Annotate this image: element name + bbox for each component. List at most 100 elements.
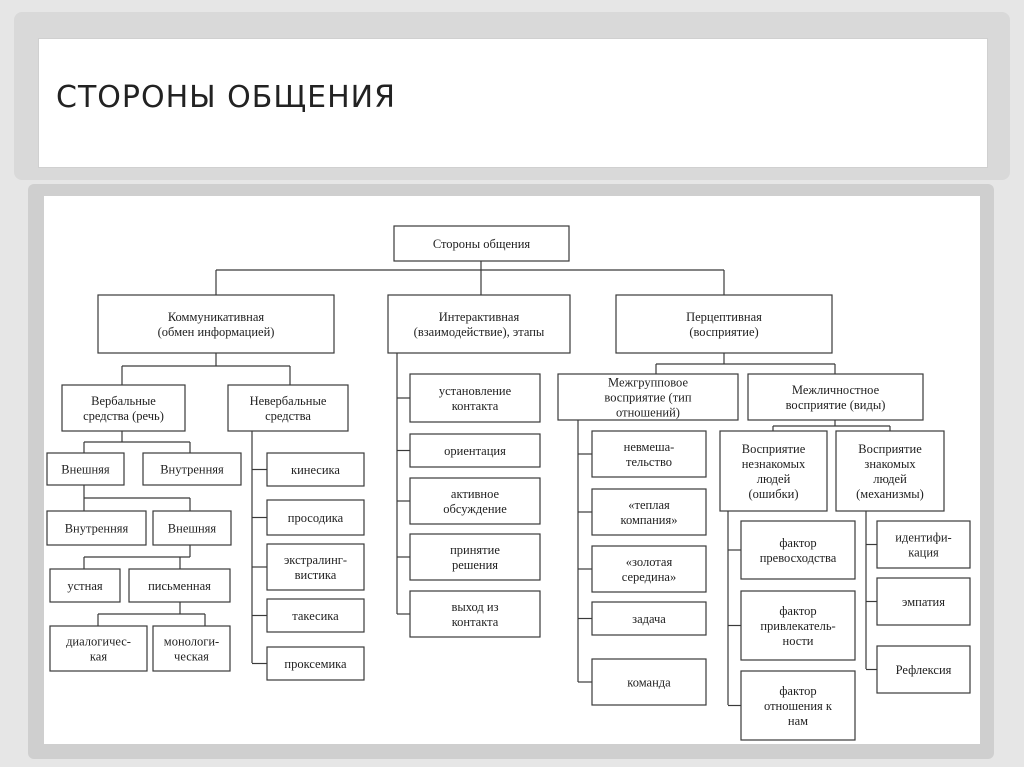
node-label: Перцептивная [686,310,762,324]
node-label: нам [788,714,808,728]
node-box [266,646,365,681]
node-box [266,452,365,487]
node-kinesics: кинесика [266,452,365,487]
node-label: Межличностное [792,383,880,397]
node-oral: устная [49,568,121,603]
node-box [591,430,707,478]
node-box [591,658,707,706]
node-monologic: монологи-ческая [152,625,231,672]
node-label: восприятие (тип [604,391,691,405]
node-label: вистика [295,568,337,582]
node-label: Внешняя [168,522,217,536]
node-box [409,533,541,581]
node-label: фактор [779,536,816,550]
node-box [387,294,571,354]
node-interactive: Интерактивная(взаимодействие), этапы [387,294,571,354]
node-box [740,670,856,741]
node-label: принятие [450,543,500,557]
node-label: Межгрупповое [608,376,688,390]
node-box [876,577,971,626]
node-label: «теплая [628,498,670,512]
node-label: отношений) [616,406,680,420]
node-box [152,625,231,672]
node-root: Стороны общения [393,225,570,262]
node-box [876,645,971,694]
title-box [38,38,988,168]
node-label: команда [627,676,671,690]
node-label: средства [265,409,311,423]
node-label: Восприятие [742,442,806,456]
node-label: просодика [288,511,344,525]
node-label: ческая [174,650,209,664]
node-label: монологи- [164,635,219,649]
node-label: середина» [622,570,676,584]
node-label: фактор [779,604,816,618]
node-box [266,543,365,591]
node-label: кация [908,546,939,560]
node-empathy: эмпатия [876,577,971,626]
node-label: Восприятие [858,442,922,456]
node-task: задача [591,601,707,636]
node-label: решения [452,558,498,572]
node-label: превосходства [760,551,837,565]
node-label: Вербальные [91,394,156,408]
node-proxemics: проксемика [266,646,365,681]
node-label: (восприятие) [689,325,758,339]
node-label: устная [67,579,102,593]
node-label: компания» [621,513,678,527]
node-non-interference: невмеша-тельство [591,430,707,478]
node-box [46,510,147,546]
node-label: людей [757,472,791,486]
node-label: контакта [452,399,499,413]
node-label: незнакомых [742,457,806,471]
node-label: ности [783,634,814,648]
node-box [747,373,924,421]
node-box [266,598,365,633]
node-box [409,477,541,525]
node-label: Стороны общения [433,237,531,251]
node-label: Интерактивная [439,310,520,324]
node-label: Внешняя [61,463,110,477]
node-label: задача [632,612,666,626]
node-written: письменная [128,568,231,603]
node-label: экстралинг- [284,553,347,567]
node-box [97,294,335,354]
node-label: выход из [451,600,498,614]
node-verbal-external-2: Внешняя [152,510,232,546]
node-label: контакта [452,615,499,629]
node-label: людей [873,472,907,486]
node-box [591,601,707,636]
node-box [49,625,148,672]
node-label: идентифи- [895,531,951,545]
node-verbal-external-1: Внешняя [46,452,125,486]
node-extralinguistics: экстралинг-вистика [266,543,365,591]
node-verbal-internal-2: Внутренняя [46,510,147,546]
node-box [409,373,541,423]
node-label: (ошибки) [748,487,798,501]
node-perceptive: Перцептивная(восприятие) [615,294,833,354]
node-label: фактор [779,684,816,698]
node-box [409,433,541,468]
node-label: Невербальные [250,394,327,408]
node-takesics: такесика [266,598,365,633]
slide-title: СТОРОНЫ ОБЩЕНИЯ [56,80,396,115]
node-label: обсуждение [443,502,507,516]
node-box [719,430,828,512]
node-box [46,452,125,486]
node-label: письменная [148,579,211,593]
